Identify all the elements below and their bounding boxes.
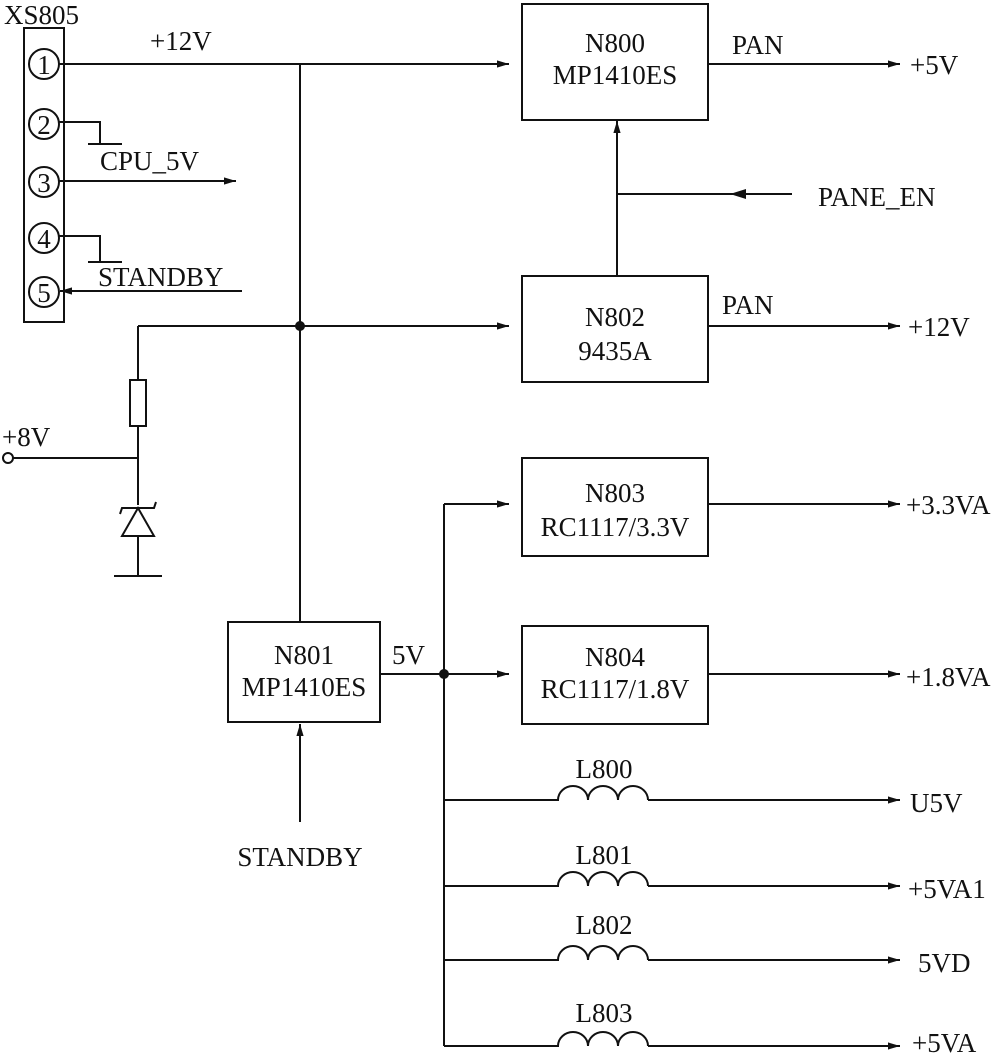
n800-part: MP1410ES — [553, 60, 678, 90]
n804-output: +1.8VA — [906, 662, 991, 692]
n802-block — [521, 275, 709, 383]
svg-text:4: 4 — [37, 224, 51, 254]
inductor-l802-ref: L802 — [576, 910, 633, 940]
connector-pin-1: 1 — [28, 48, 60, 80]
inductor-l800-output: U5V — [910, 788, 963, 818]
n803-part: RC1117/3.3V — [541, 512, 690, 542]
input-terminal — [2, 452, 14, 464]
pin2-signal-label: CPU_5V — [100, 146, 200, 176]
inductor-l800-ref: L800 — [576, 754, 633, 784]
n802-out-signal: PAN — [722, 290, 774, 320]
n801-out-label: 5V — [392, 640, 426, 670]
n801-block — [227, 621, 381, 723]
n803-ref: N803 — [585, 478, 645, 508]
inductor-l801 — [444, 871, 900, 890]
n800-block — [521, 3, 709, 121]
inductor-l801-output: +5VA1 — [908, 874, 986, 904]
resistor — [129, 379, 147, 427]
input-label: +8V — [2, 422, 51, 452]
n804-ref: N804 — [585, 642, 645, 672]
svg-text:1: 1 — [37, 50, 51, 80]
n803-output: +3.3VA — [906, 490, 991, 520]
connector-pin-4: 4 — [28, 222, 60, 254]
n802-ref: N802 — [585, 302, 645, 332]
enable-arrowhead — [730, 189, 746, 199]
svg-text:5: 5 — [37, 278, 51, 308]
inductor-l803 — [444, 1031, 900, 1050]
n803-block — [521, 457, 709, 557]
n802-part: 9435A — [578, 336, 652, 366]
n801-ref: N801 — [274, 640, 334, 670]
inductor-l800 — [444, 785, 900, 804]
n801-part: MP1410ES — [242, 672, 367, 702]
connector-pin-2: 2 — [28, 108, 60, 140]
n801-control: STANDBY — [237, 842, 362, 872]
pin2-ground-wire — [59, 121, 122, 145]
inductor-l803-ref: L803 — [576, 998, 633, 1028]
connector-pin-5: 5 — [28, 276, 60, 308]
n800-enable: PANE_EN — [818, 182, 936, 212]
zener-diode — [119, 501, 157, 576]
inductor-l803-output: +5VA — [912, 1028, 977, 1054]
n800-out-signal: PAN — [732, 30, 784, 60]
connector-pin-3: 3 — [28, 166, 60, 198]
pin4-signal-label: STANDBY — [98, 262, 223, 292]
connector-name: XS805 — [4, 0, 79, 30]
pin4-ground-wire — [59, 235, 122, 263]
svg-text:2: 2 — [37, 110, 51, 140]
inductor-l801-ref: L801 — [576, 840, 633, 870]
rail-label: +12V — [150, 26, 212, 56]
n804-block — [521, 625, 709, 725]
svg-text:3: 3 — [37, 168, 51, 198]
inductor-l802-output: 5VD — [918, 948, 971, 978]
n800-ref: N800 — [585, 28, 645, 58]
n804-part: RC1117/1.8V — [541, 674, 690, 704]
inductor-l802 — [444, 945, 900, 964]
n802-output: +12V — [908, 312, 970, 342]
n800-output: +5V — [910, 50, 959, 80]
